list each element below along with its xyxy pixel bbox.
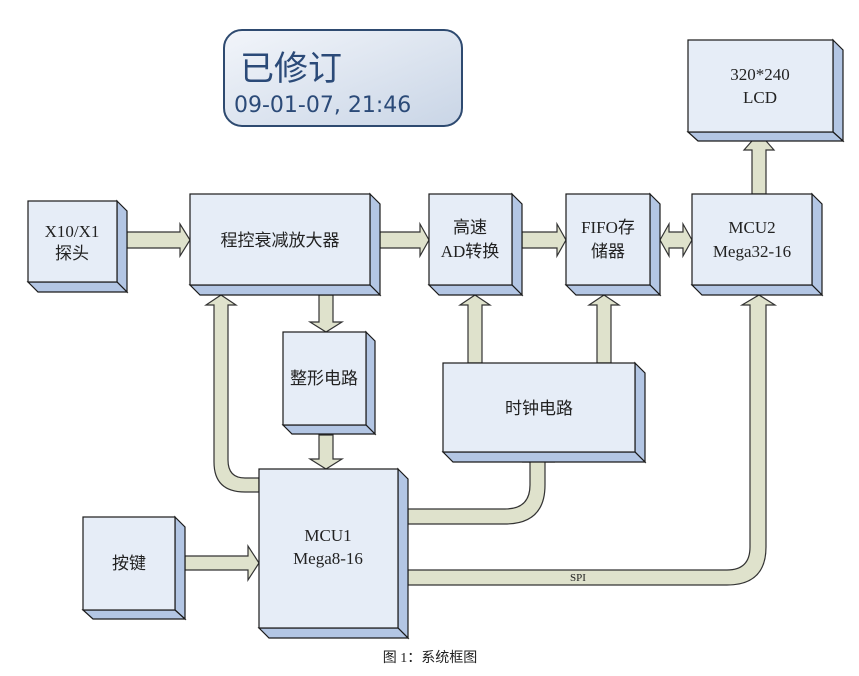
fifo-label-line1: FIFO存: [581, 218, 635, 237]
block-shaping-circuit: 整形电路: [281, 330, 377, 436]
block-fifo-memory: FIFO存 储器: [564, 192, 662, 297]
keys-label: 按键: [112, 554, 146, 573]
block-clock-circuit: 时钟电路: [441, 361, 647, 464]
mcu2-label-line2: Mega32-16: [713, 242, 791, 261]
revision-title: 已修订: [240, 49, 342, 89]
spi-label: SPI: [570, 572, 586, 584]
arrow-clock-to-adc: [458, 294, 492, 364]
fifo-label-line2: 储器: [591, 242, 625, 261]
arrow-keys-to-mcu1: [184, 543, 260, 583]
revision-stamp: 已修订 09-01-07, 21:46: [223, 29, 463, 127]
mcu1-label-line2: Mega8-16: [293, 549, 363, 568]
adc-label-line2: AD转换: [441, 242, 500, 261]
arrow-mcu1-to-amplifier: [204, 294, 260, 493]
arrow-probe-to-amplifier: [126, 221, 191, 259]
clock-label: 时钟电路: [505, 399, 573, 418]
arrow-shaper-to-mcu1: [307, 434, 345, 470]
arrow-adc-to-fifo: [521, 221, 567, 259]
block-mcu2: MCU2 Mega32-16: [690, 192, 824, 297]
block-lcd: 320*240 LCD: [686, 38, 845, 143]
arrow-mcu2-to-lcd: [742, 132, 776, 195]
arrow-amplifier-to-adc: [379, 221, 430, 259]
lcd-label-line2: LCD: [743, 88, 777, 107]
revision-date: 09-01-07, 21:46: [234, 93, 411, 118]
lcd-label-line1: 320*240: [730, 65, 790, 84]
shaper-label: 整形电路: [290, 369, 358, 388]
probe-label-line2: 探头: [55, 244, 89, 263]
block-high-speed-adc: 高速 AD转换: [427, 192, 524, 297]
mcu1-label-line1: MCU1: [304, 526, 351, 545]
block-probe: X10/X1 探头: [26, 199, 129, 294]
adc-label-line1: 高速: [453, 218, 487, 237]
mcu2-label-line1: MCU2: [728, 218, 775, 237]
probe-label-line1: X10/X1: [45, 222, 100, 241]
arrow-spi-mcu1-to-mcu2: [407, 294, 778, 586]
arrow-fifo-mcu2-bidirectional: [659, 221, 693, 259]
arrow-clock-to-fifo: [587, 294, 621, 364]
block-programmable-attenuator-amplifier: 程控衰减放大器: [188, 192, 382, 297]
figure-caption: 图 1：系统框图: [383, 650, 478, 666]
block-mcu1: MCU1 Mega8-16: [257, 467, 410, 640]
block-keys: 按键: [81, 515, 187, 621]
amplifier-label: 程控衰减放大器: [221, 231, 340, 250]
arrow-mcu1-to-clock: [407, 454, 556, 525]
arrow-amplifier-to-shaper: [307, 294, 345, 333]
